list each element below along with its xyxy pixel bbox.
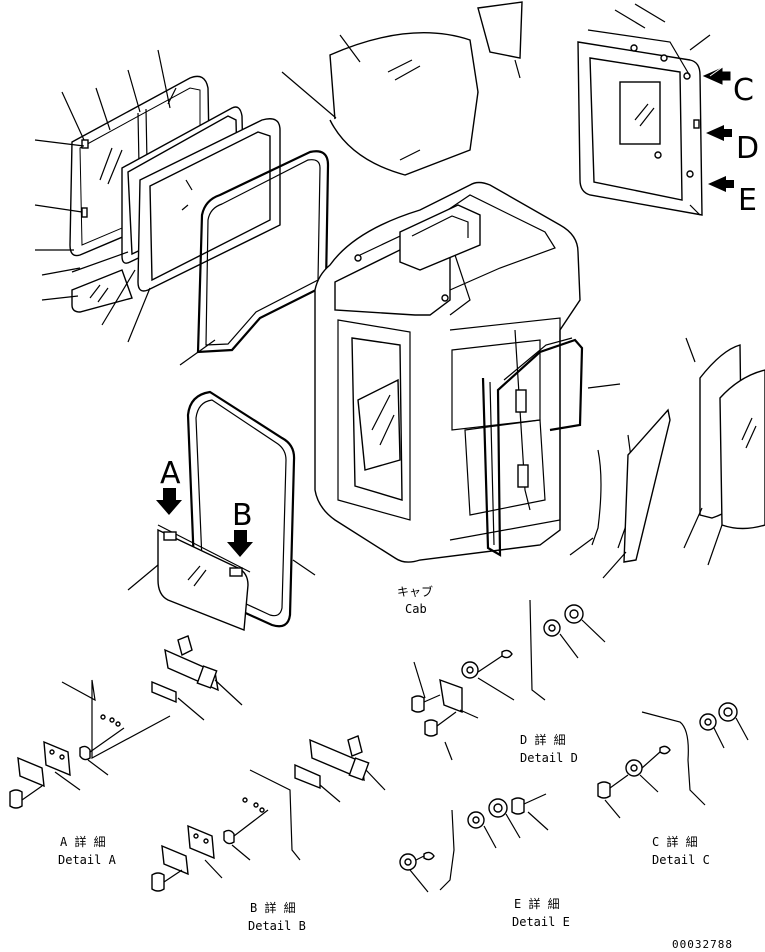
leader-cab-right	[587, 383, 621, 389]
detail-e-fasteners	[399, 793, 549, 893]
detail-a-jp: A 詳 細	[60, 834, 106, 849]
detail-b-en: Detail B	[248, 919, 306, 933]
detail-b-jp: B 詳 細	[250, 900, 296, 915]
rear-glass-seal	[587, 3, 711, 216]
detail-a-en: Detail A	[58, 853, 117, 867]
detail-c-jp: C 詳 細	[652, 834, 698, 849]
view-label-d: D	[736, 131, 759, 166]
view-arrow-a	[156, 488, 182, 515]
detail-c-en: Detail C	[652, 853, 710, 867]
rear-window-glass	[577, 41, 703, 216]
side-trim-strip-1	[569, 434, 633, 556]
door-glass	[127, 524, 316, 631]
view-arrow-c	[702, 65, 731, 85]
detail-d-en: Detail D	[520, 751, 578, 765]
view-label-a: A	[160, 456, 181, 491]
wiper-strip	[477, 1, 523, 79]
cab-label-en: Cab	[405, 602, 427, 616]
detail-a-latch	[9, 635, 243, 809]
window-frame	[137, 118, 281, 292]
view-label-c: C	[733, 73, 754, 108]
lower-glass-panel	[71, 251, 133, 313]
detail-c-fasteners	[597, 702, 749, 819]
view-arrow-b	[227, 530, 253, 557]
leader-lines-left	[34, 49, 216, 366]
view-label-b: B	[232, 498, 253, 533]
side-trim-panel-2	[602, 408, 671, 579]
door-seal-right	[481, 329, 584, 557]
view-arrow-e	[708, 176, 734, 192]
cab-label-jp: キャブ	[397, 584, 433, 599]
detail-d-fasteners	[411, 599, 606, 761]
roof-panel	[281, 32, 479, 176]
detail-e-jp: E 詳 細	[514, 896, 560, 911]
detail-d-jp: D 詳 細	[520, 732, 566, 747]
drawing-number: 00032788	[672, 938, 733, 951]
detail-e-en: Detail E	[512, 915, 570, 929]
detail-b-latch	[151, 735, 386, 892]
door-seal-lower	[186, 390, 296, 628]
cab-body	[314, 181, 581, 563]
rear-glass-side	[683, 337, 765, 566]
view-arrow-d	[706, 125, 732, 141]
door-seal-upper	[196, 150, 330, 354]
view-label-e: E	[738, 183, 757, 218]
